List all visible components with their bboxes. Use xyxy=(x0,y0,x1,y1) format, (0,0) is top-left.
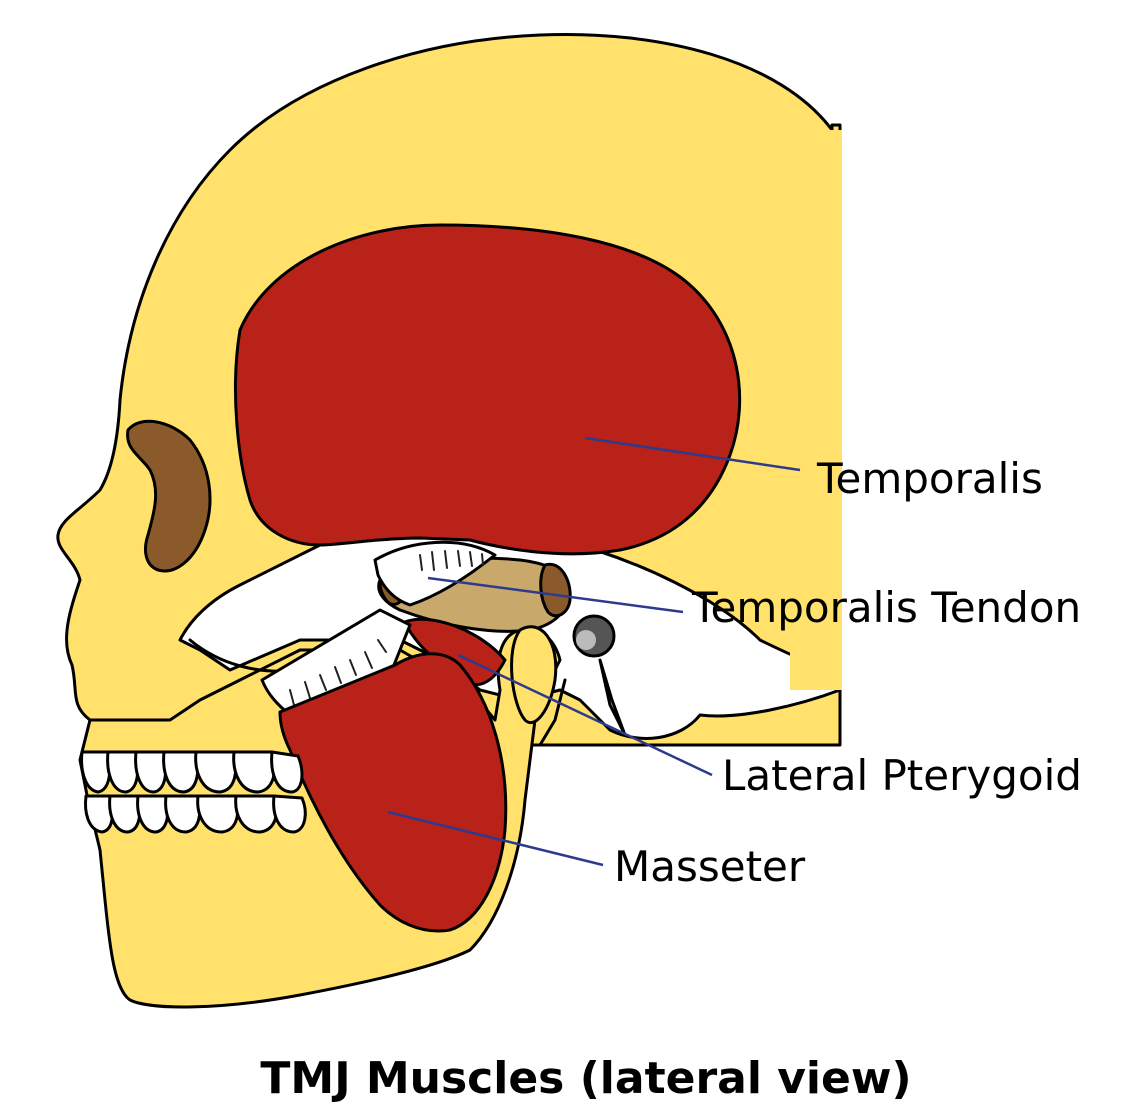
orbit xyxy=(126,419,212,573)
label-temporalis: Temporalis xyxy=(816,454,1043,503)
styloid-process-2 xyxy=(538,678,567,747)
articular-eminence xyxy=(539,562,572,618)
leader-temporalis xyxy=(584,436,801,472)
skull-back-fill xyxy=(790,130,842,690)
temporalis-muscle xyxy=(234,223,742,556)
label-temporalis-tendon: Temporalis Tendon xyxy=(691,583,1081,632)
ear-canal-inner xyxy=(576,630,596,650)
label-lateral-pterygoid: Lateral Pterygoid xyxy=(722,751,1082,800)
temporalis-tendon xyxy=(373,540,497,607)
temporalis-tendon-fibers xyxy=(419,550,484,571)
upper-teeth xyxy=(80,750,304,794)
figure-title: TMJ Muscles (lateral view) xyxy=(260,1053,911,1104)
leader-lateral-pterygoid xyxy=(457,653,713,777)
label-masseter: Masseter xyxy=(614,842,806,891)
mastoid-process xyxy=(510,625,558,724)
masseter-tendon xyxy=(260,608,412,717)
leader-temporalis-tendon xyxy=(427,576,684,614)
masseter-tendon-fibers xyxy=(289,639,387,706)
leader-masseter xyxy=(387,810,604,867)
lower-teeth xyxy=(84,794,307,834)
